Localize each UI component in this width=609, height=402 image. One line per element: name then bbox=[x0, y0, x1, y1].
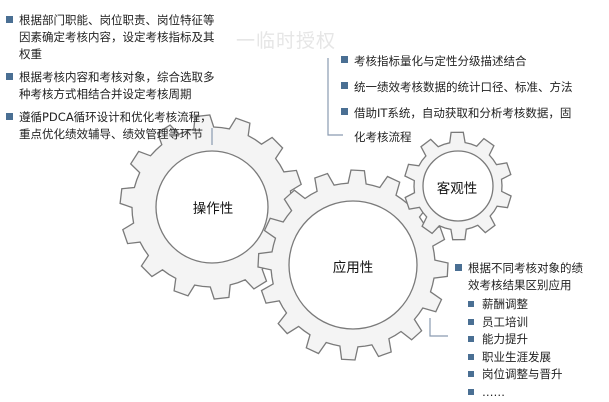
gear-label-objectivity: 客观性 bbox=[436, 181, 478, 197]
application-intro: 根据不同考核对象的绩 效考核结果区别应用 bbox=[455, 260, 605, 294]
bullet-square-icon bbox=[468, 371, 474, 377]
point-line: 因素确定考核内容，设定考核指标及其 bbox=[19, 30, 215, 44]
bullet-square-icon bbox=[341, 108, 348, 115]
bullet-square-icon bbox=[341, 82, 348, 89]
watermark: 一临时授权 bbox=[236, 30, 337, 52]
gear-objectivity-hub bbox=[422, 150, 494, 222]
application-item-label: 员工培训 bbox=[482, 314, 528, 329]
application-item: 岗位调整与晋升 bbox=[468, 366, 605, 384]
point-line: 化考核流程 bbox=[354, 130, 412, 144]
point-line: 权重 bbox=[19, 47, 42, 61]
operability-point-2: 根据考核内容和考核对象，综合选取多 种考核方式相结合并设定考核周期 bbox=[6, 69, 246, 103]
point-line: 根据部门职能、岗位职责、岗位特征等 bbox=[19, 13, 215, 27]
bullet-square-icon bbox=[468, 336, 474, 342]
application-item: 薪酬调整 bbox=[468, 296, 605, 314]
gear-operability-hub bbox=[155, 150, 269, 264]
application-item: 能力提升 bbox=[468, 331, 605, 349]
point-line: 根据不同考核对象的绩 bbox=[468, 261, 583, 275]
bullet-square-icon bbox=[468, 301, 474, 307]
gear-applicability bbox=[257, 169, 449, 361]
bullet-square-icon bbox=[468, 353, 474, 360]
gear-objectivity bbox=[404, 131, 512, 241]
application-item: …… bbox=[468, 384, 605, 402]
bullet-square-icon bbox=[6, 73, 13, 80]
point-line: 借助IT系统，自动获取和分析考核数据，固 bbox=[354, 106, 572, 120]
point-line: 统一绩效考核数据的统计口径、标准、方法 bbox=[354, 80, 573, 94]
application-sub-list: 薪酬调整 员工培训 能力提升 职业生涯发展 岗位调整与晋升 …… bbox=[455, 296, 605, 401]
application-item-label: 职业生涯发展 bbox=[482, 349, 551, 364]
operability-point-3: 遵循PDCA循环设计和优化考核流程， 重点优化绩效辅导、绩效管理等环节 bbox=[6, 109, 246, 143]
point-line: 重点优化绩效辅导、绩效管理等环节 bbox=[19, 127, 203, 141]
application-item-label: …… bbox=[482, 384, 505, 399]
gear-applicability-hub bbox=[288, 200, 418, 330]
application-item-label: 能力提升 bbox=[482, 332, 528, 346]
application-points: 根据不同考核对象的绩 效考核结果区别应用 薪酬调整 员工培训 能力提升 职业生涯… bbox=[455, 260, 605, 401]
operability-points: 根据部门职能、岗位职责、岗位特征等 因素确定考核内容，设定考核指标及其 权重 根… bbox=[6, 12, 246, 143]
point-line: 效考核结果区别应用 bbox=[468, 278, 572, 292]
bullet-square-icon bbox=[468, 388, 474, 395]
point-line: 根据考核内容和考核对象，综合选取多 bbox=[19, 70, 215, 84]
connector-objectivity bbox=[327, 58, 343, 136]
application-item: 职业生涯发展 bbox=[468, 349, 605, 367]
objectivity-point-1: 考核指标量化与定性分级描述结合 bbox=[341, 52, 606, 70]
gear-label-applicability: 应用性 bbox=[332, 260, 374, 276]
gear-label-operability: 操作性 bbox=[192, 201, 234, 217]
point-line: 种考核方式相结合并设定考核周期 bbox=[19, 87, 192, 101]
bullet-square-icon bbox=[6, 113, 13, 120]
application-item: 员工培训 bbox=[468, 314, 605, 332]
bullet-square-icon bbox=[468, 318, 474, 325]
point-line: 遵循PDCA循环设计和优化考核流程， bbox=[19, 110, 212, 124]
objectivity-points: 考核指标量化与定性分级描述结合 统一绩效考核数据的统计口径、标准、方法 借助IT… bbox=[341, 52, 606, 146]
objectivity-point-2: 统一绩效考核数据的统计口径、标准、方法 bbox=[341, 78, 606, 96]
gear-operability bbox=[119, 114, 305, 300]
bullet-square-icon bbox=[455, 264, 462, 271]
application-item-label: 岗位调整与晋升 bbox=[482, 367, 563, 381]
objectivity-point-3: 借助IT系统，自动获取和分析考核数据，固 化考核流程 bbox=[341, 104, 606, 146]
bullet-square-icon bbox=[6, 16, 13, 23]
operability-point-1: 根据部门职能、岗位职责、岗位特征等 因素确定考核内容，设定考核指标及其 权重 bbox=[6, 12, 246, 63]
bullet-square-icon bbox=[341, 56, 348, 63]
application-item-label: 薪酬调整 bbox=[482, 297, 528, 311]
point-line: 考核指标量化与定性分级描述结合 bbox=[354, 54, 527, 68]
connector-application bbox=[429, 318, 448, 337]
